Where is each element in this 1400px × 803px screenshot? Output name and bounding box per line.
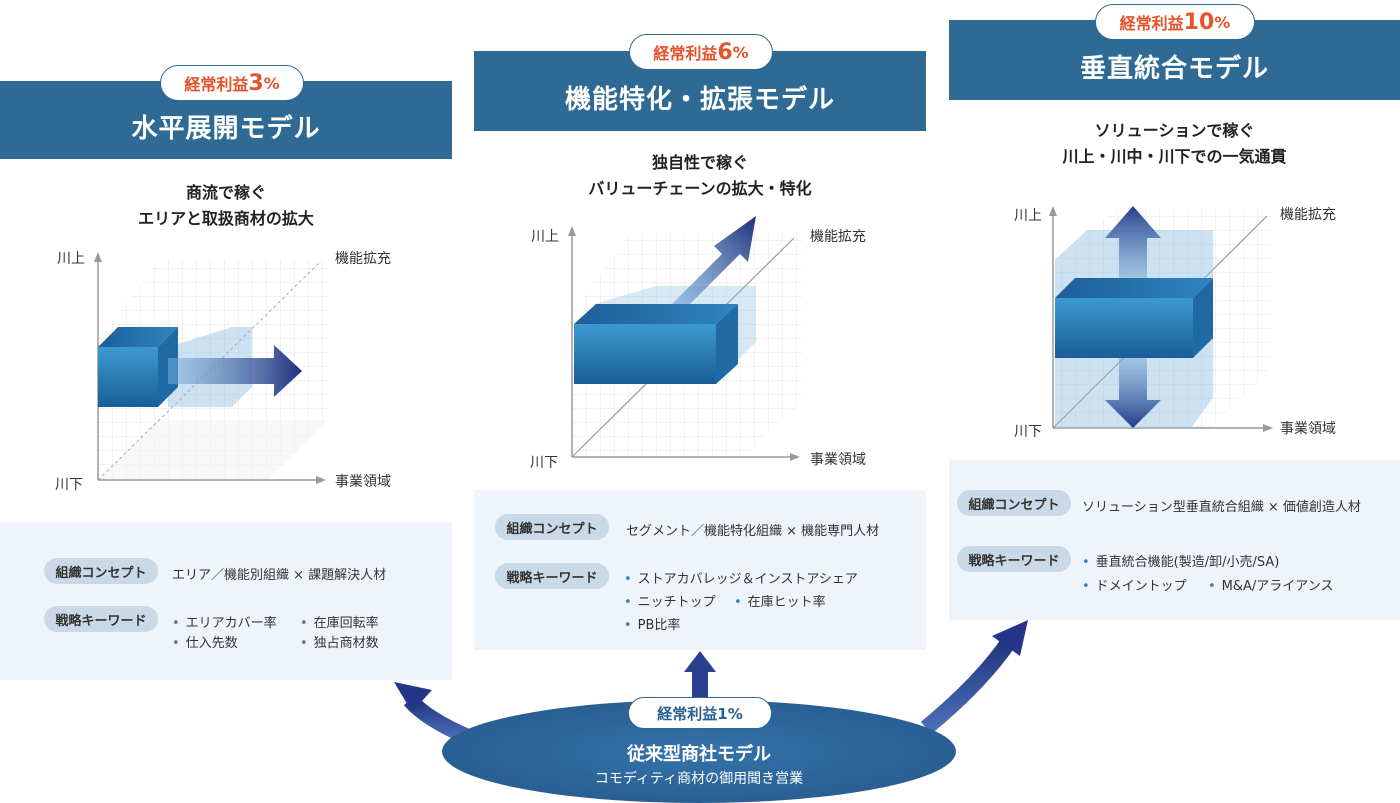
keyword-item: エリアカバー率 [172,612,277,631]
keyword-item: 在庫回転率 [300,612,379,631]
concept-tag: 組織コンセプト [44,558,158,584]
axis-func-label: 機能拡充 [1280,207,1336,223]
concept-text: ソリューション型垂直統合組織 × 価値創造人材 [1082,500,1361,515]
concept-tag: 組織コンセプト [495,514,609,540]
concept-text: エリア／機能別組織 × 課題解決人材 [172,568,387,583]
keyword-tag: 戦略キーワード [957,546,1071,572]
concept-text: セグメント／機能特化組織 × 機能専門人材 [626,524,880,539]
model-subtitle-specialized: 独自性で稼ぐ バリューチェーンの拡大・特化 [588,153,812,198]
keyword-item: 垂直統合機能(製造/卸/小売/SA) [1082,551,1280,570]
base-model-subtitle: コモディティ商材の御用聞き営業 [594,771,804,787]
axis-up-label: 川上 [531,229,559,245]
keyword-item: ニッチトップ [624,591,716,610]
keyword-item: M&A/アライアンス [1208,575,1334,594]
keyword-item: 在庫ヒット率 [734,591,826,610]
axis-biz-label: 事業領域 [1280,421,1336,437]
keyword-tag: 戦略キーワード [44,606,158,632]
axis-down-label: 川下 [1014,424,1042,440]
axis-down-label: 川下 [55,477,83,493]
keyword-item: ドメイントップ [1082,575,1187,594]
keyword-item: PB比率 [624,614,681,633]
keyword-tag: 戦略キーワード [495,563,609,589]
axis-up-label: 川上 [57,251,85,267]
axis-down-label: 川下 [530,455,558,471]
axis-up-label: 川上 [1014,208,1042,224]
axis-biz-label: 事業領域 [335,474,391,490]
cube-chart-vertical [1049,206,1273,432]
keyword-item: 独占商材数 [300,632,379,651]
axis-biz-label: 事業領域 [810,452,866,468]
axis-func-label: 機能拡充 [335,251,391,267]
info-panel-horizontal [0,522,452,680]
keyword-item: 仕入先数 [172,632,238,651]
concept-tag: 組織コンセプト [957,490,1071,516]
axis-func-label: 機能拡充 [810,229,866,245]
cube-chart-horizontal [94,252,328,484]
profit-badge-base: 経常利益1% [628,697,772,729]
model-subtitle-vertical: ソリューションで稼ぐ 川上・川中・川下での一気通貫 [1062,121,1287,166]
cube-chart-specialized [568,216,802,461]
base-model-title: 従来型商社モデル [627,744,771,765]
keyword-item: ストアカバレッジ＆インストアシェア [624,568,858,587]
model-subtitle-horizontal: 商流で稼ぐ エリアと取扱商材の拡大 [138,183,314,228]
